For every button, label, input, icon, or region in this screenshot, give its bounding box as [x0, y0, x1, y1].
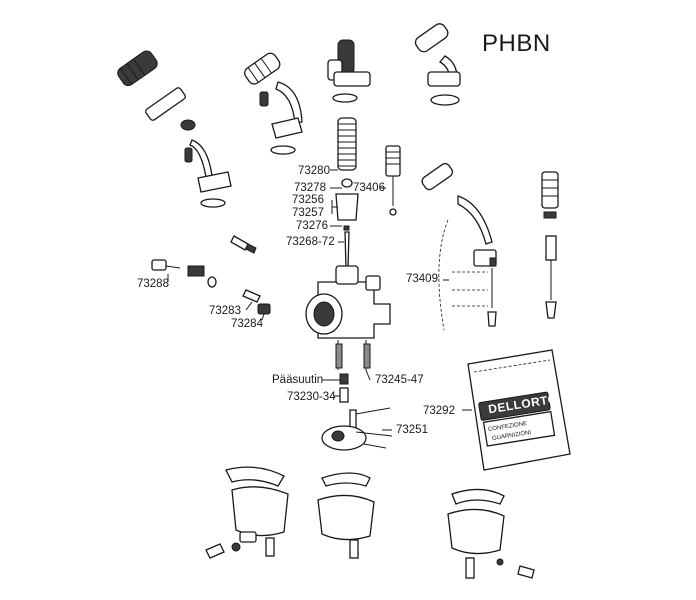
part-73409: [421, 163, 497, 331]
choke-plunger: [541, 171, 559, 319]
float-bowl-right: [447, 488, 535, 579]
throttle-grip-assembly-2: [244, 52, 303, 155]
label-paasuutin: Pääsuutin: [272, 374, 324, 386]
part-73251: [321, 407, 393, 451]
part-73288: [151, 259, 217, 288]
label-73280: 73280: [298, 165, 330, 177]
leader-lines: [167, 169, 472, 431]
label-73288: 73288: [137, 278, 169, 290]
part-73283-73284: [242, 289, 271, 315]
float-bowl-left: [205, 466, 289, 559]
label-73406: 73406: [353, 182, 385, 194]
idle-screw-left: [230, 235, 257, 254]
label-73230-34: 73230-34: [287, 391, 336, 403]
label-73268-72: 73268-72: [286, 236, 335, 248]
throttle-grip-assembly-4: [414, 23, 461, 106]
diagram-title: PHBN: [482, 30, 551, 57]
gasket-package-73292: [467, 349, 571, 471]
float-bowl-middle: [317, 472, 375, 559]
label-73409: 73409: [406, 273, 438, 285]
label-73278: 73278: [294, 182, 326, 194]
label-73257: 73257: [292, 207, 324, 219]
label-73245-47: 73245-47: [375, 374, 424, 386]
throttle-grip-assembly-1: [117, 50, 232, 208]
throttle-grip-assembly-3: [327, 39, 371, 103]
carburetor-body: [305, 265, 391, 370]
label-73256: 73256: [292, 194, 324, 206]
label-73251: 73251: [396, 424, 428, 436]
label-73292: 73292: [423, 405, 455, 417]
label-73283: 73283: [209, 305, 241, 317]
label-73276: 73276: [296, 220, 328, 232]
label-73284: 73284: [231, 318, 263, 330]
part-73406: [385, 145, 401, 216]
main-jet: [339, 373, 349, 403]
